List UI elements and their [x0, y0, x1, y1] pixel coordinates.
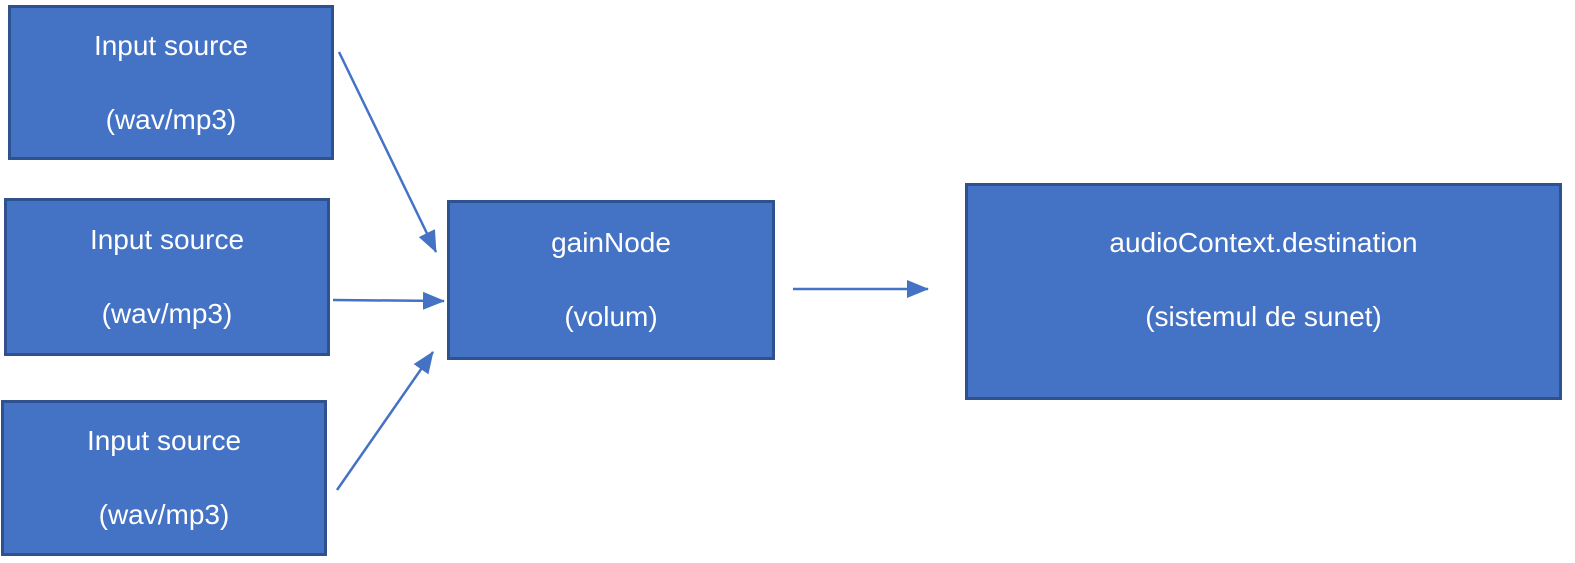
node-input-source-1: Input source (wav/mp3)	[8, 5, 334, 160]
node-input-source-1-title: Input source	[93, 29, 249, 61]
node-gain-subtitle: (volum)	[564, 301, 658, 332]
node-input-source-3-title: Input source	[86, 425, 242, 456]
node-input-source-3-subtitle: (wav/mp3)	[98, 499, 230, 530]
node-destination-title: audioContext.destination	[1109, 226, 1418, 258]
node-gain-title: gainNode	[551, 227, 671, 258]
arrow-input2-to-gain	[332, 291, 445, 310]
arrow-input3-to-gain	[335, 351, 435, 491]
node-input-source-2: Input source (wav/mp3)	[4, 198, 330, 356]
node-destination: audioContext.destination (sistemul de su…	[965, 183, 1562, 400]
arrow-input1-to-gain	[337, 51, 438, 253]
node-input-source-1-subtitle: (wav/mp3)	[105, 103, 237, 135]
node-gain: gainNode (volum)	[447, 200, 775, 360]
node-input-source-3: Input source (wav/mp3)	[1, 400, 327, 556]
node-input-source-2-subtitle: (wav/mp3)	[101, 298, 233, 329]
node-input-source-2-title: Input source	[89, 224, 245, 255]
node-destination-subtitle: (sistemul de sunet)	[1145, 300, 1382, 332]
